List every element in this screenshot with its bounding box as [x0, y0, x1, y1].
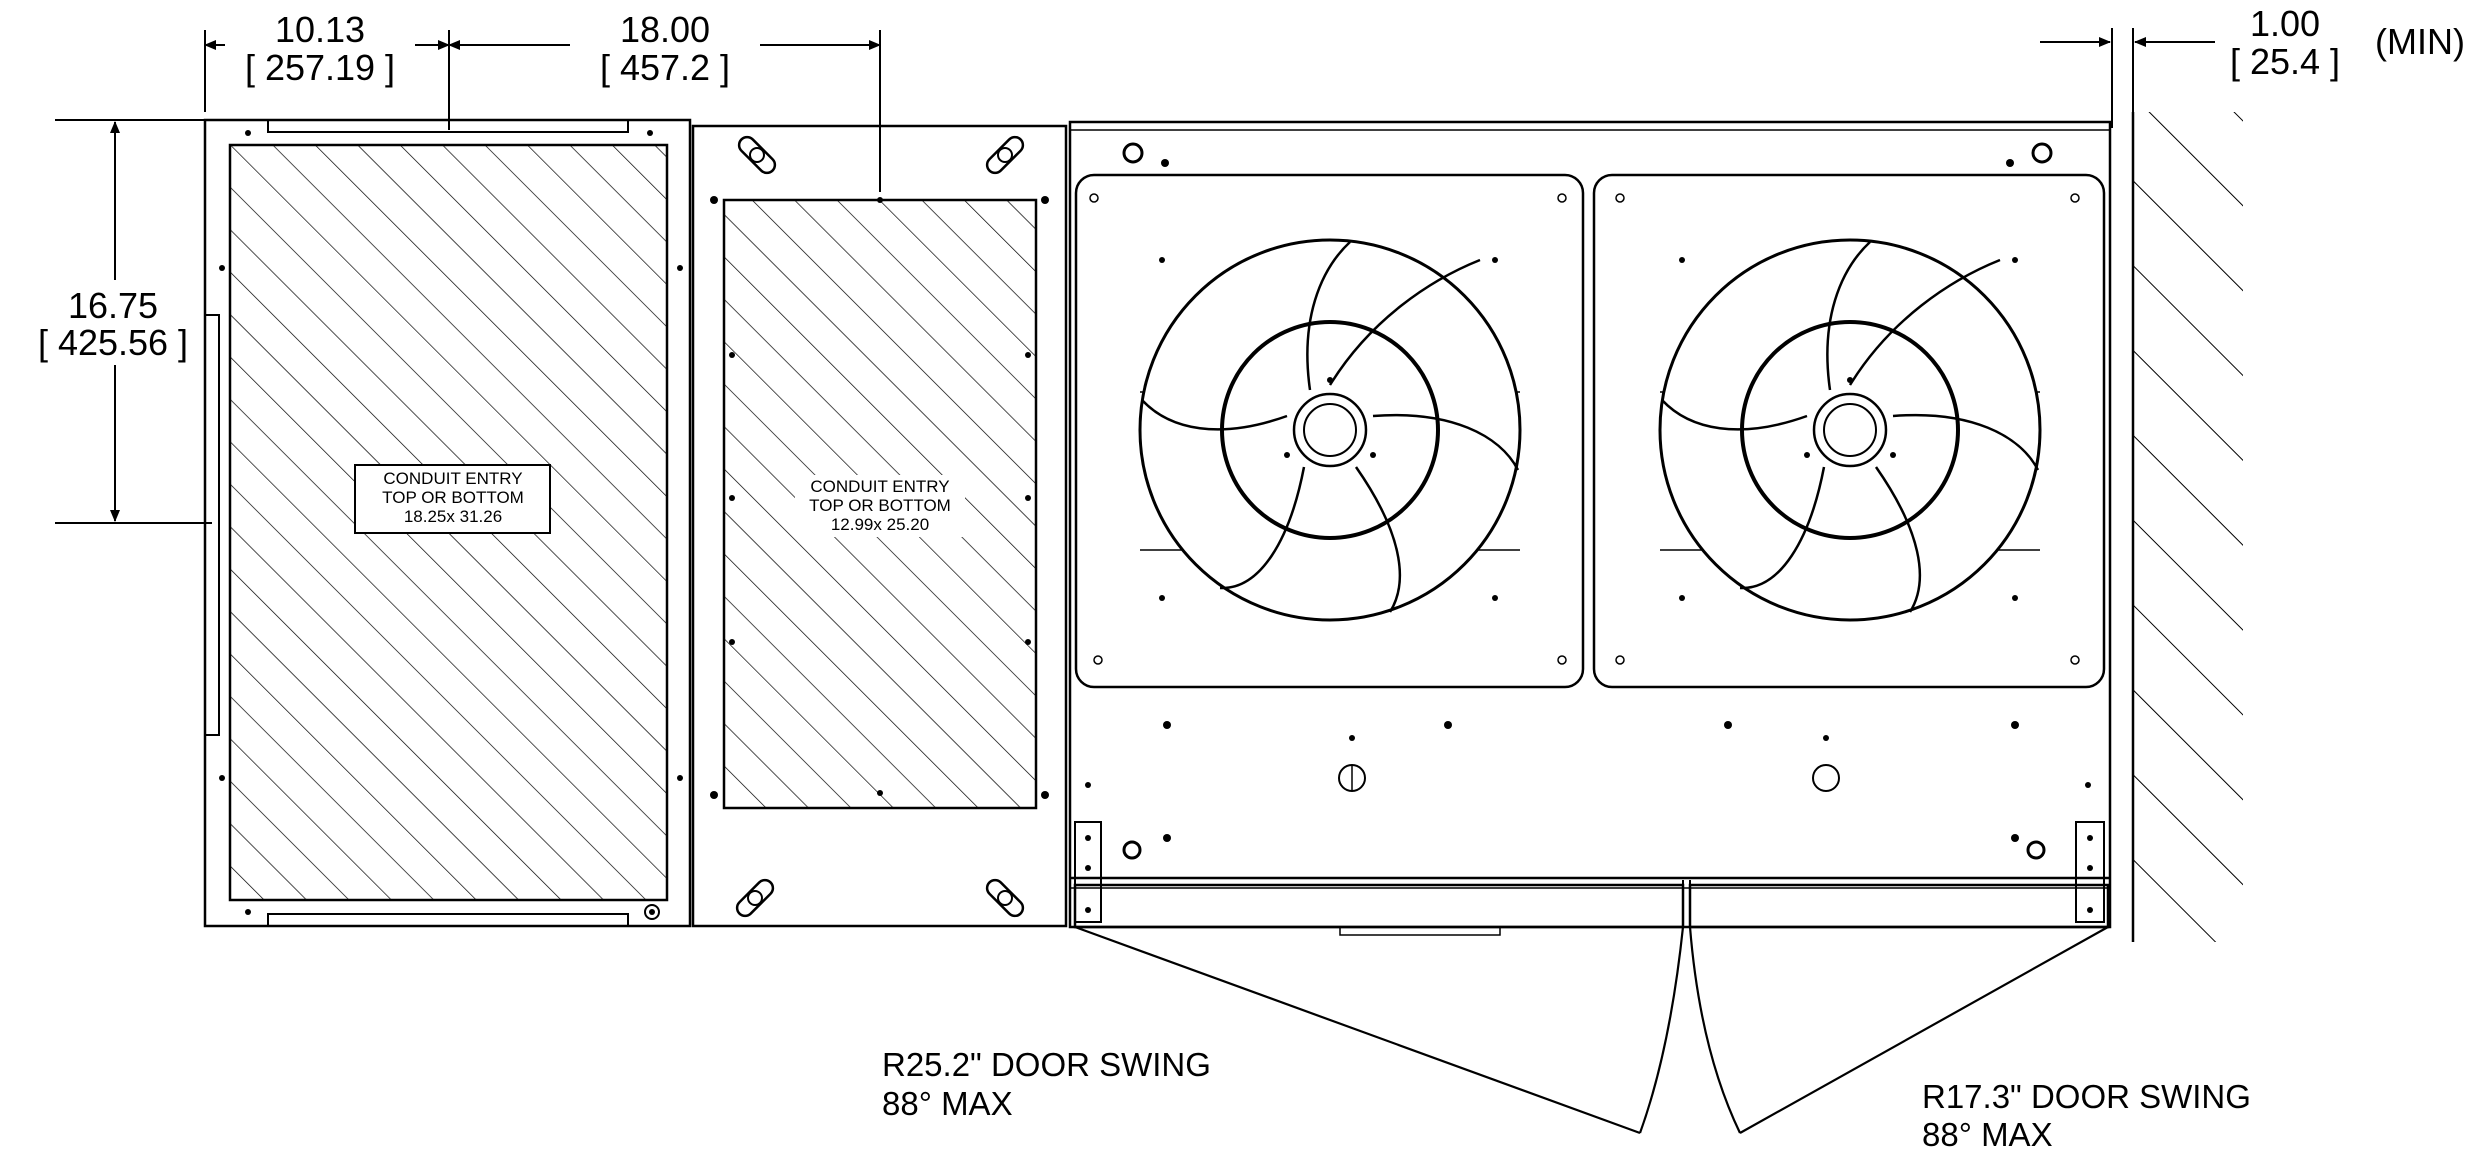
dim-clearance-mm: [ 25.4 ] [2230, 41, 2340, 82]
middle-panel-latches [735, 135, 1025, 918]
conduit-left-line2: TOP OR BOTTOM [382, 488, 524, 507]
conduit-mid-line2: TOP OR BOTTOM [809, 496, 951, 515]
door-swing-left-line1: R25.2" DOOR SWING [882, 1046, 1211, 1083]
dim-height-inch: 16.75 [68, 285, 158, 326]
middle-panel-screws [710, 196, 1049, 799]
dim-width-mid-inch: 18.00 [620, 9, 710, 50]
dimension-width-left: 10.13 [ 257.19 ] [204, 8, 450, 130]
fan-left [1138, 238, 1522, 622]
doors [1073, 880, 2110, 936]
door-swing-left-line2: 88° MAX [882, 1085, 1013, 1122]
middle-panel: CONDUIT ENTRY TOP OR BOTTOM 12.99x 25.20 [691, 124, 1068, 928]
dimension-clearance: 1.00 [ 25.4 ] (MIN) [2040, 3, 2465, 128]
dim-width-left-mm: [ 257.19 ] [245, 47, 395, 88]
conduit-left-line1: CONDUIT ENTRY [383, 469, 522, 488]
lower-section-details [1085, 721, 2091, 860]
wall [2131, 112, 2243, 942]
hinge-brackets [1074, 821, 2105, 923]
fan-plate-screws [1089, 193, 2080, 665]
dim-clearance-inch: 1.00 [2250, 3, 2320, 44]
dim-width-mid-mm: [ 457.2 ] [600, 47, 730, 88]
fan-plate-right [1592, 173, 2106, 689]
dimension-width-mid: 18.00 [ 457.2 ] [448, 8, 881, 192]
fan-plate-left [1074, 173, 1585, 689]
fan-right [1658, 238, 2042, 622]
door-swing-right-line2: 88° MAX [1922, 1116, 2053, 1153]
condenser-unit [1068, 120, 2112, 1135]
door-swing-right-line1: R17.3" DOOR SWING [1922, 1078, 2251, 1115]
dimension-height-left: 16.75 [ 425.56 ] [20, 119, 212, 524]
conduit-mid-line3: 12.99x 25.20 [831, 515, 929, 534]
door-swing-left [1074, 925, 1685, 1135]
dim-height-mm: [ 425.56 ] [38, 322, 188, 363]
left-panel: CONDUIT ENTRY TOP OR BOTTOM 18.25x 31.26 [203, 118, 692, 928]
left-panel-screws [219, 130, 683, 920]
door-swing-note-right: R17.3" DOOR SWING 88° MAX [1922, 1078, 2251, 1153]
door-swing-note-left: R25.2" DOOR SWING 88° MAX [882, 1046, 1211, 1122]
dim-width-left-inch: 10.13 [275, 9, 365, 50]
dim-clearance-suffix: (MIN) [2375, 21, 2465, 62]
door-swing-right [1688, 926, 2109, 1134]
conduit-left-line3: 18.25x 31.26 [404, 507, 502, 526]
conduit-mid-line1: CONDUIT ENTRY [810, 477, 949, 496]
